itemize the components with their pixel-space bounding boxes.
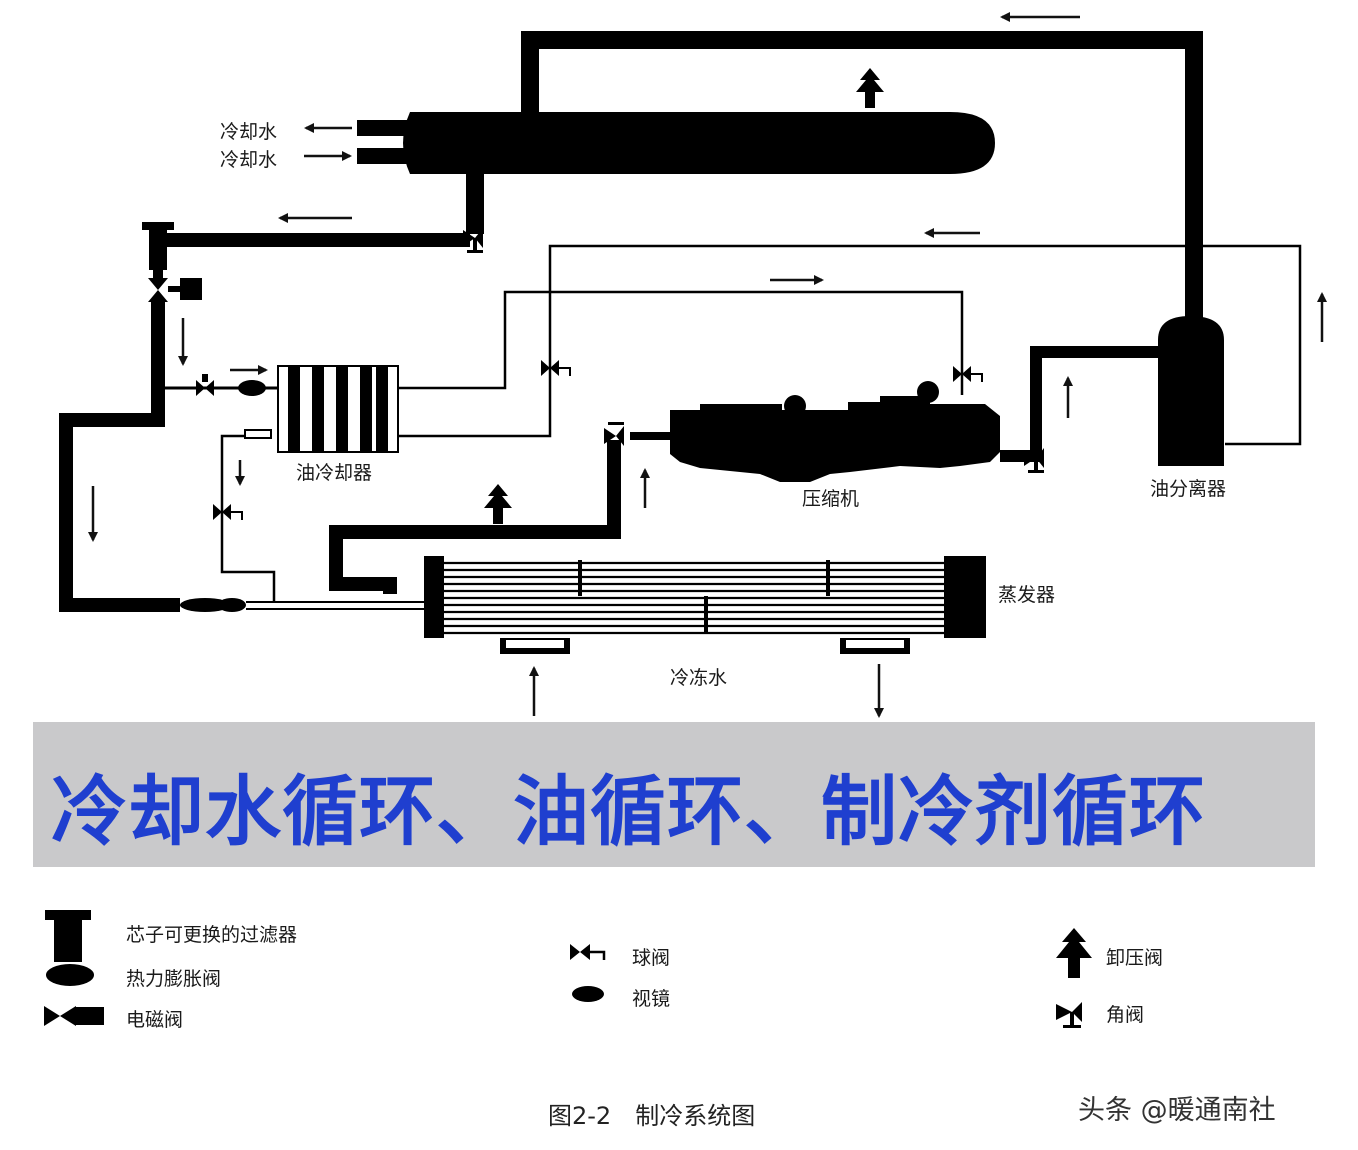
evaporator (424, 556, 986, 654)
figure-caption: 图2-2 制冷系统图 (548, 1102, 756, 1130)
legend-angle-valve-icon (1056, 1002, 1082, 1028)
flow-arrows (88, 12, 1327, 718)
filter-icon (142, 222, 174, 270)
legend-angle-valve-label: 角阀 (1106, 1004, 1145, 1026)
legend-ball-valve-label: 球阀 (632, 947, 671, 969)
oil-cooler-ball-valve-icon (196, 374, 214, 396)
banner-title: 冷却水循环、油循环、制冷剂循环 (51, 767, 1206, 856)
label-evaporator: 蒸发器 (998, 584, 1056, 606)
oil-separator (1158, 316, 1224, 466)
label-cooling-water-out: 冷却水 (220, 121, 278, 143)
label-chilled-water: 冷冻水 (670, 667, 728, 689)
legend-filter-label: 芯子可更换的过滤器 (126, 924, 298, 946)
legend-solenoid-valve-label: 电磁阀 (126, 1009, 184, 1031)
legend-relief-valve-label: 卸压阀 (1106, 947, 1164, 969)
solenoid-valve-icon (148, 278, 202, 302)
discharge-angle-valve-icon (1024, 448, 1044, 473)
legend-filter-icon (45, 910, 91, 962)
main-liquid-line (59, 268, 425, 612)
discharge-pipe (521, 31, 1203, 320)
oil-cooler-expansion-valve-icon (238, 380, 266, 396)
compressor (630, 381, 1000, 482)
ball-valve-oil-cooler-return-icon (213, 504, 243, 520)
legend-ball-valve-icon (570, 944, 606, 960)
legend-expansion-valve-label: 热力膨胀阀 (126, 968, 222, 990)
label-compressor: 压缩机 (802, 488, 860, 510)
ball-valve-oil-supply-icon (953, 366, 983, 382)
oil-lines (220, 244, 1302, 602)
condenser (357, 112, 995, 174)
evaporator-relief-valve-icon (484, 484, 512, 524)
oil-cooler (277, 365, 399, 453)
label-cooling-water-in: 冷却水 (220, 149, 278, 171)
suction-pipe (329, 440, 621, 594)
compressor-discharge-pipe (1000, 346, 1162, 462)
legend-sight-glass-icon (572, 986, 604, 1002)
condenser-angle-valve-icon (463, 228, 483, 253)
label-oil-cooler: 油冷却器 (296, 462, 373, 484)
legend-sight-glass-label: 视镜 (632, 988, 671, 1010)
condenser-relief-valve-icon (856, 68, 884, 108)
label-oil-separator: 油分离器 (1150, 478, 1227, 500)
legend-expansion-valve-icon (46, 964, 94, 986)
legend-solenoid-valve-icon (44, 1006, 104, 1026)
legend-relief-valve-icon (1056, 928, 1092, 978)
ball-valve-oil-return-icon (541, 360, 571, 376)
condenser-liquid-pipe (160, 174, 484, 247)
cycle-banner: 冷却水循环、油循环、制冷剂循环 (33, 722, 1315, 867)
suction-angle-valve-icon (604, 422, 624, 446)
watermark: 头条 @暖通南社 (1078, 1095, 1276, 1126)
